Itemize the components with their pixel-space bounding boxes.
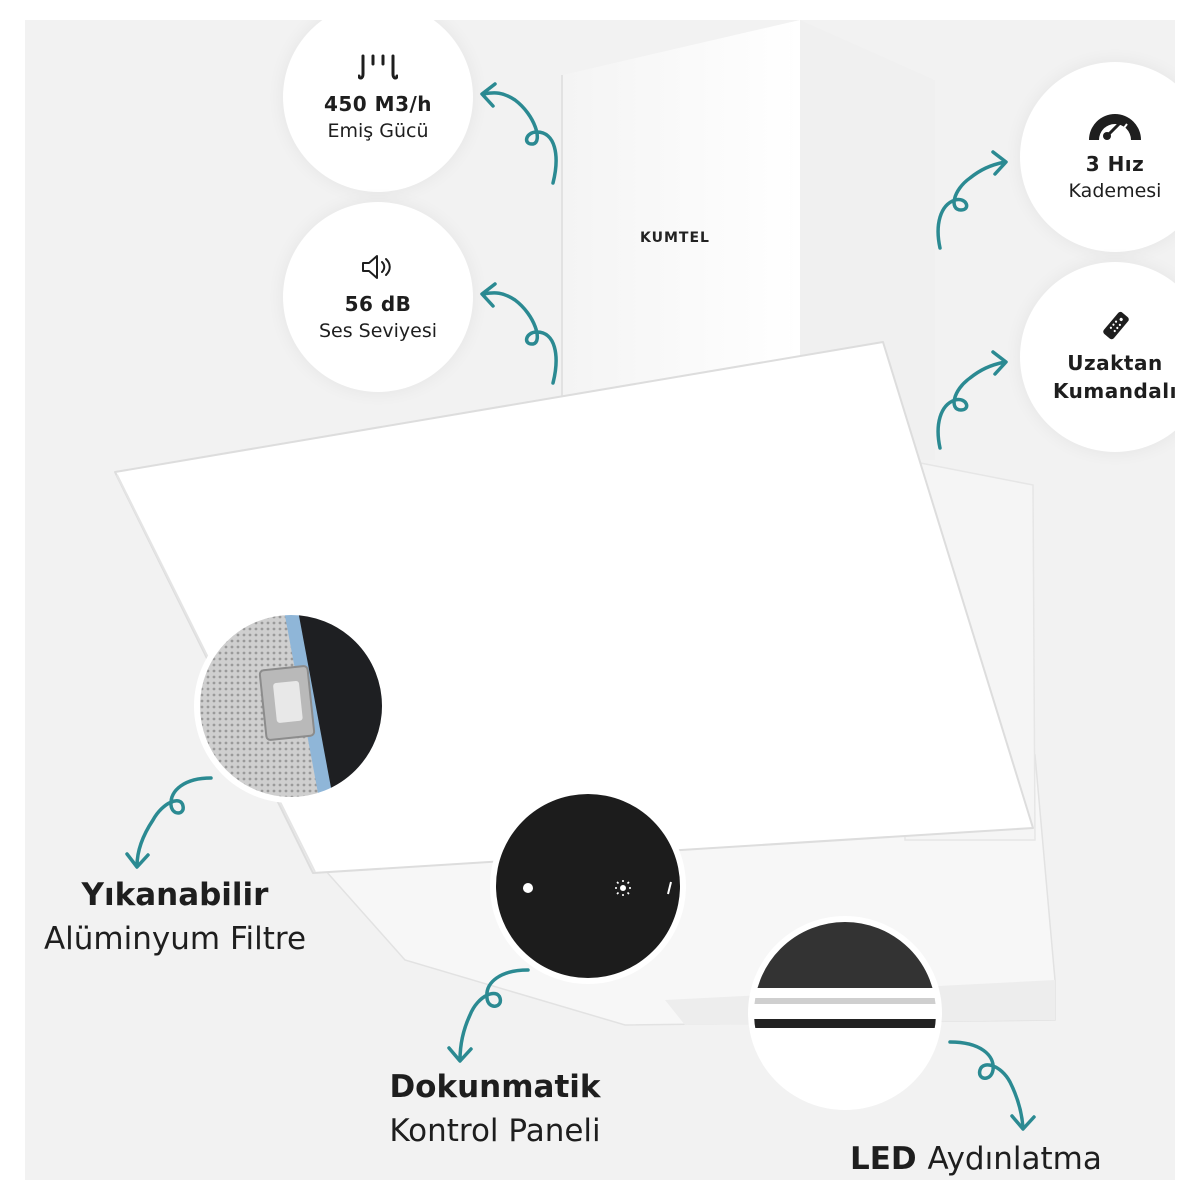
led-callout-subtitle: Aydınlatma [927,1141,1102,1177]
panel-callout-title: Dokunmatik [389,1069,601,1105]
speed-caption: Kademesi [1068,180,1162,202]
panel-callout-subtitle: Kontrol Paneli [389,1113,601,1149]
airflow-caption: Emiş Gücü [327,120,429,142]
control-panel-zoom-bubble [490,788,686,984]
filter-callout-title: Yıkanabilir [81,877,269,913]
speed-touch-icon [667,881,672,895]
speed-feature: 3 Hız Kademesi [1020,62,1175,252]
airflow-value: 450 M3/h [323,92,433,116]
speedometer-icon [1085,110,1145,144]
remote-line1: Uzaktan [1067,351,1163,375]
remote-feature: Uzaktan Kumandalı [1020,262,1175,452]
hood-illustration [114,20,1056,1131]
led-callout-title: LED [850,1141,928,1177]
led-callout: LED Aydınlatma [850,1137,1102,1180]
filter-zoom-bubble [194,609,388,803]
panel-callout: Dokunmatik Kontrol Paneli [360,1065,630,1153]
product-canvas: KUMTEL 450 M3/h Emiş Gücü [25,20,1175,1180]
noise-value: 56 dB [344,292,412,316]
noise-feature: 56 dB Ses Seviyesi [283,202,473,392]
noise-caption: Ses Seviyesi [318,320,438,342]
light-touch-icon [615,880,631,896]
remote-line2: Kumandalı [1053,379,1175,403]
power-touch-icon [523,883,533,893]
filter-callout: Yıkanabilir Alüminyum Filtre [25,873,325,961]
remote-control-icon [1098,309,1132,343]
filter-callout-subtitle: Alüminyum Filtre [43,921,307,957]
callout-arrows [125,82,1036,1131]
airflow-feature: 450 M3/h Emiş Gücü [283,20,473,192]
brand-logo: KUMTEL [640,230,710,246]
speaker-icon [360,250,396,284]
airflow-icon [358,50,398,84]
speed-value: 3 Hız [1085,152,1145,176]
